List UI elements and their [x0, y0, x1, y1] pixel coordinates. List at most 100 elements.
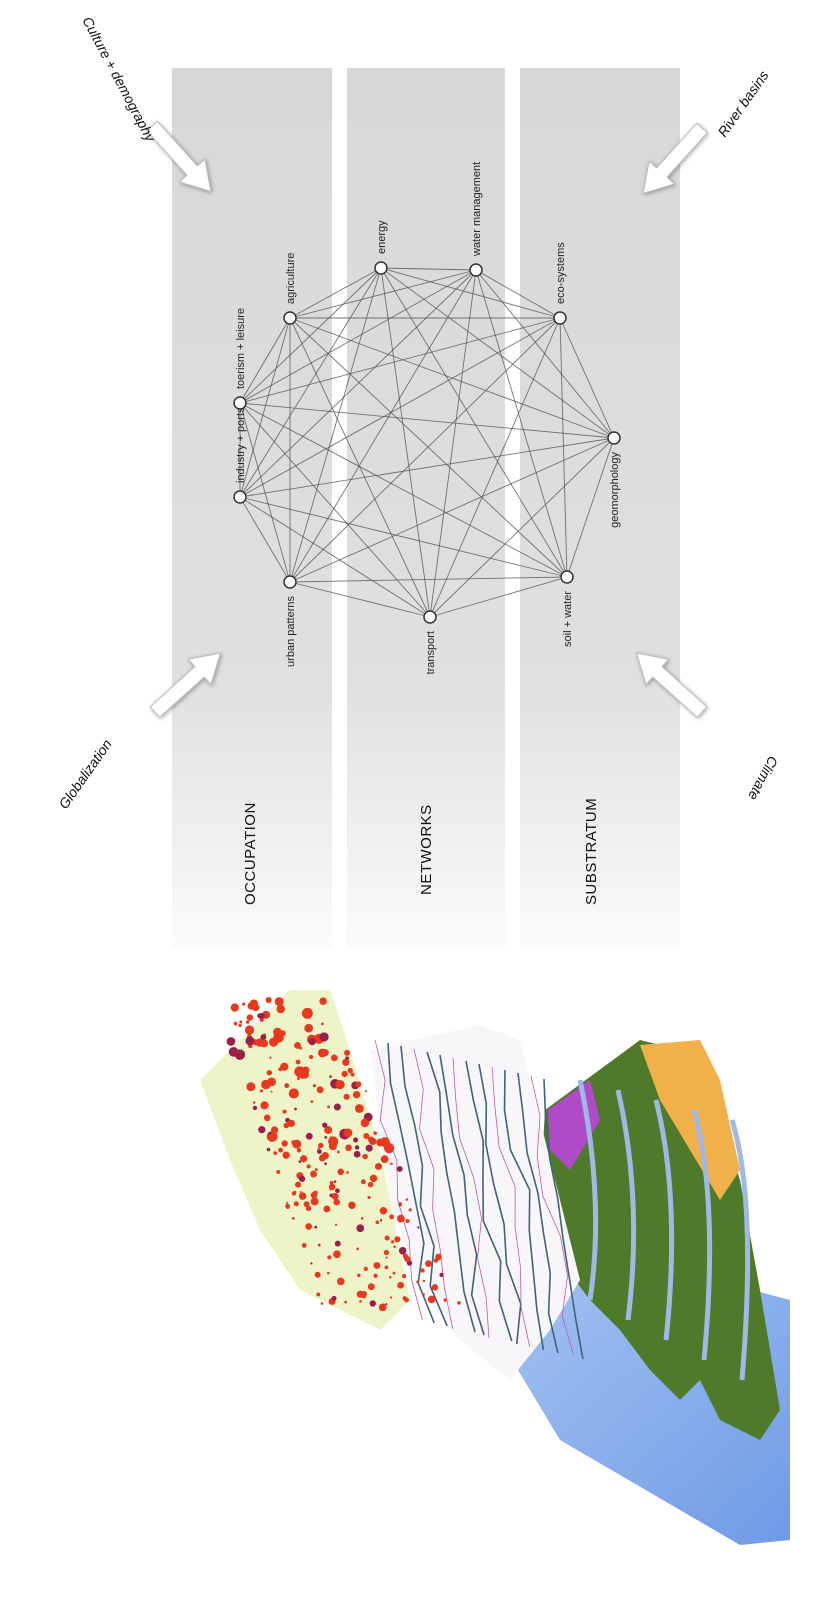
edge-eco-soil: [559, 317, 568, 578]
urban-dot: [273, 1027, 282, 1037]
network-line: [491, 1066, 531, 1348]
urban-dot: [333, 1180, 337, 1183]
urban-dot: [252, 1105, 258, 1111]
land-purple: [548, 1080, 600, 1170]
urban-dot: [416, 1280, 420, 1284]
urban-dot: [294, 1066, 306, 1078]
urban-dot: [343, 1128, 353, 1138]
urban-dot: [380, 1155, 389, 1164]
urban-dot: [317, 1243, 321, 1247]
urban-dot: [385, 1256, 388, 1259]
urban-dot: [389, 1296, 393, 1299]
node-label-urban: urban patterns: [285, 596, 297, 667]
urban-dot: [354, 1145, 360, 1150]
network-line: [439, 1054, 485, 1336]
urban-dot: [362, 1153, 368, 1160]
urban-dot: [369, 1174, 378, 1183]
urban-dot: [287, 1119, 295, 1128]
edge-urban-water_management: [289, 269, 477, 583]
urban-dot: [373, 1262, 381, 1269]
urban-dot: [308, 1037, 316, 1046]
urban-dot: [305, 1132, 313, 1140]
urban-dot: [263, 1114, 271, 1122]
edge-transport-geomorphology: [429, 437, 615, 618]
networks-base: [370, 1025, 580, 1380]
urban-dot: [316, 1292, 321, 1297]
urban-dot: [331, 1192, 339, 1200]
node-water_management: [469, 263, 483, 277]
edge-tourism-eco: [239, 317, 561, 404]
edge-industry-urban: [239, 496, 291, 583]
edge-energy-water_management: [380, 267, 477, 271]
urban-dot: [433, 1258, 439, 1263]
urban-dot: [260, 1101, 269, 1110]
network-line: [478, 1063, 522, 1345]
urban-dot: [257, 1013, 263, 1019]
edge-urban-eco: [289, 317, 561, 583]
urban-dot: [334, 1223, 338, 1226]
arrow-river-basins: [642, 122, 708, 195]
urban-dot: [392, 1271, 396, 1275]
urban-dot: [327, 1105, 330, 1109]
edge-industry-transport: [239, 496, 431, 618]
edge-energy-geomorphology: [380, 267, 615, 439]
urban-dot: [299, 1046, 303, 1050]
edge-agriculture-soil: [289, 317, 568, 578]
urban-dot: [318, 1154, 326, 1162]
urban-dot: [310, 1100, 314, 1103]
network-line: [426, 1051, 476, 1333]
urban-dot: [294, 1181, 302, 1188]
force-label-climate: Climate: [745, 754, 782, 804]
urban-dot: [280, 1062, 289, 1071]
urban-dot: [367, 1181, 374, 1188]
network-line: [530, 1075, 575, 1357]
urban-dot: [328, 1142, 337, 1151]
urban-dot: [398, 1202, 402, 1206]
urban-dot: [329, 1187, 332, 1191]
edge-industry-soil: [239, 496, 568, 578]
urban-dot: [291, 1140, 296, 1145]
urban-dot: [334, 1240, 341, 1247]
urban-dot: [296, 1148, 302, 1153]
urban-dot: [266, 1147, 271, 1152]
urban-dot: [310, 1197, 319, 1206]
urban-dot: [284, 1083, 290, 1089]
urban-dot: [329, 1136, 333, 1139]
node-label-transport: transport: [425, 631, 437, 674]
edge-energy-eco: [380, 267, 561, 319]
urban-dot: [408, 1208, 412, 1212]
edge-transport-water_management: [429, 269, 477, 618]
edge-transport-energy: [380, 267, 431, 618]
urban-dot: [373, 1131, 377, 1135]
edge-geomorphology-soil: [566, 437, 615, 578]
urban-dot: [344, 1300, 348, 1304]
urban-dot: [230, 1003, 239, 1012]
node-label-soil: soil + water: [562, 591, 574, 647]
urban-dot: [252, 1101, 256, 1104]
edge-water_management-eco: [475, 269, 561, 319]
node-label-geomorphology: geomorphology: [609, 452, 621, 528]
urban-dot: [316, 1086, 324, 1094]
urban-dot: [253, 1004, 257, 1008]
urban-dot: [394, 1236, 401, 1243]
edge-urban-transport: [289, 581, 431, 618]
edge-agriculture-water_management: [289, 269, 477, 319]
urban-dot: [288, 1088, 299, 1099]
node-tourism: [233, 396, 247, 410]
urban-dot: [378, 1164, 382, 1169]
urban-dot: [299, 1190, 302, 1194]
arrow-icon: [149, 652, 222, 718]
network-lines: [374, 1039, 584, 1360]
urban-dot: [314, 1168, 318, 1172]
urban-dot: [269, 1056, 272, 1059]
urban-dot: [301, 1242, 307, 1248]
urban-dot: [348, 1201, 356, 1209]
network-edges: [239, 267, 615, 618]
urban-dot: [443, 1298, 447, 1302]
arrow-icon: [642, 122, 708, 195]
urban-dot: [291, 1217, 295, 1220]
node-label-water_management: water management: [471, 162, 483, 257]
urban-dot: [245, 1036, 255, 1046]
network-line: [374, 1039, 423, 1321]
node-label-energy: energy: [376, 220, 388, 254]
